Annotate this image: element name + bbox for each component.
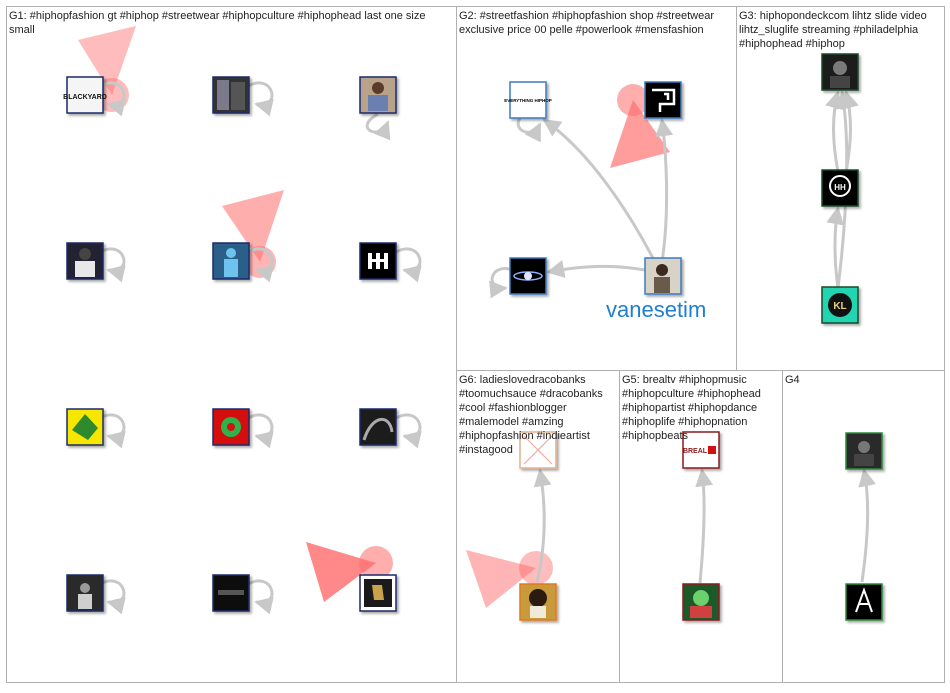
node-user-photo[interactable]: [359, 76, 397, 114]
node-pj-logo[interactable]: [644, 81, 682, 119]
panel-g2-title: G2: #streetfashion #hiphopfashion shop #…: [459, 10, 714, 36]
panel-g4-title: G4: [785, 374, 800, 386]
node-user-photo[interactable]: [66, 242, 104, 280]
svg-text:HH: HH: [834, 183, 846, 192]
edges-g6: [533, 468, 552, 583]
node-label: EVERYTHING HIPHOP: [504, 98, 552, 103]
node-label: KL: [833, 301, 846, 312]
highlight-wedge: [306, 542, 393, 602]
highlight-wedge: [610, 84, 670, 168]
node-user-photo[interactable]: [821, 53, 859, 91]
node-user-photo[interactable]: [212, 242, 250, 280]
edges-g5: [695, 468, 714, 584]
node-user-photo[interactable]: [682, 583, 720, 621]
node-everything-hiphop[interactable]: EVERYTHING HIPHOP: [504, 81, 552, 119]
node-user-photo[interactable]: [519, 583, 557, 621]
node-blackyard[interactable]: BLACKYARD: [63, 76, 107, 114]
edges-g2: [489, 117, 674, 299]
panel-g1-title: G1: #hiphopfashion gt #hiphop #streetwea…: [9, 10, 426, 36]
highlight-wedge: [466, 550, 553, 608]
panel-g6-title: G6: ladieslovedracobanks #toomuchsauce #…: [459, 374, 603, 456]
node-user-logo[interactable]: [212, 408, 250, 446]
node-breal[interactable]: BREAL: [682, 431, 720, 469]
edges-g4: [858, 468, 876, 583]
node-user-logo[interactable]: [359, 242, 397, 280]
node-vanesetim[interactable]: [644, 257, 682, 295]
node-kl[interactable]: KL: [821, 286, 859, 324]
node-user-planet[interactable]: [509, 257, 547, 295]
self-loops-g1: [99, 81, 422, 615]
node-label: BLACKYARD: [63, 94, 107, 101]
node-user-art[interactable]: [66, 408, 104, 446]
panel-g3-title: G3: hiphopondeckcom lihtz slide video li…: [739, 10, 927, 50]
node-user-photo[interactable]: [359, 408, 397, 446]
node-user-photo[interactable]: [212, 76, 250, 114]
panel-g4-frame: [782, 370, 945, 683]
panel-g5-title: G5: brealtv #hiphopmusic #hiphopculture …: [622, 374, 761, 442]
node-broken-image[interactable]: [519, 431, 557, 469]
node-user-logo[interactable]: [359, 574, 397, 612]
node-hiphopondeck[interactable]: HH: [821, 169, 859, 207]
node-user-photo[interactable]: [212, 574, 250, 612]
node-label-vanesetim: vanesetim: [606, 297, 707, 322]
node-label: BREAL: [683, 448, 708, 455]
node-user-photo[interactable]: [66, 574, 104, 612]
node-user-photo[interactable]: [845, 432, 883, 470]
node-user-logo[interactable]: [845, 583, 883, 621]
